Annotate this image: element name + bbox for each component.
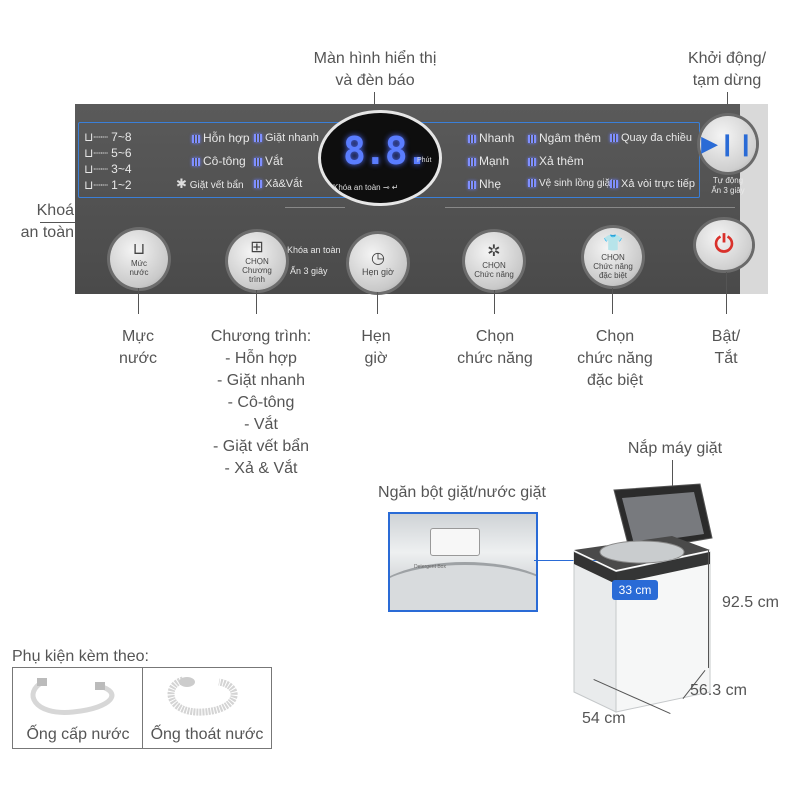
drawer-text: Detergent Box bbox=[414, 564, 446, 570]
water-level-button[interactable]: ⊔ Mức nước bbox=[110, 230, 168, 288]
safety-lock-callout: Khoá an toàn bbox=[20, 202, 74, 241]
power-button[interactable]: ⏻ bbox=[696, 220, 752, 270]
depth-label: 56.3 cm bbox=[690, 682, 747, 699]
function-nhanh: Nhanh bbox=[468, 131, 514, 145]
program-button[interactable]: ⊞ CHỌN Chương trình bbox=[228, 232, 286, 290]
lid-callout: Nắp máy giặt bbox=[627, 440, 723, 457]
function-button[interactable]: ✲ CHỌN Chức năng bbox=[465, 232, 523, 290]
timer-button[interactable]: ◷ Hẹn giờ bbox=[349, 234, 407, 292]
program-giat-vet-ban: ✱ Giặt vết bẩn bbox=[176, 176, 244, 192]
program-hon-hop: Hỗn hợp bbox=[192, 131, 250, 145]
level-row: ⊔┈┈ 3~4 bbox=[84, 162, 132, 176]
display-callout: Màn hình hiển thị và đèn báo bbox=[313, 50, 437, 89]
detergent-zoom-photo: Detergent Box bbox=[388, 512, 538, 612]
drain-hose-label: Ống thoát nước bbox=[150, 726, 264, 743]
function-nhe: Nhẹ bbox=[468, 177, 501, 191]
program-callout: Chương trình: - Hỗn hợp - Giặt nhanh - C… bbox=[210, 328, 312, 477]
water-level-callout: Mực nước bbox=[118, 328, 158, 367]
inlet-hose-icon bbox=[30, 678, 115, 715]
program-giat-nhanh: Giặt nhanh bbox=[254, 131, 319, 145]
width-label: 54 cm bbox=[582, 710, 626, 727]
machine-display-badge: 33 cm bbox=[612, 580, 658, 600]
zoom-connector bbox=[534, 560, 606, 561]
power-icon: ⏻ bbox=[714, 231, 734, 258]
function-manh: Mạnh bbox=[468, 154, 509, 168]
accessory-inlet-hose: Ống cấp nước bbox=[12, 667, 144, 749]
timer-callout: Hẹn giờ bbox=[361, 328, 391, 367]
water-level-indicators: ⊔┈┈ 7~8 ⊔┈┈ 5~6 ⊔┈┈ 3~4 ⊔┈┈ 1~2 bbox=[84, 130, 132, 192]
program-xa-vat: Xả&Vắt bbox=[254, 177, 302, 191]
accessory-drain-hose: Ống thoát nước bbox=[142, 667, 272, 749]
display-leader bbox=[374, 92, 375, 110]
panel-divider-right bbox=[445, 207, 735, 208]
display-unit: Phút bbox=[417, 157, 432, 164]
level-row: ⊔┈┈ 5~6 bbox=[84, 146, 132, 160]
program-vat: Vắt bbox=[254, 154, 283, 168]
play-pause-icon: ▶❙❙ bbox=[701, 131, 755, 156]
display-lock-label: Khóa an toàn ⊸ ↵ bbox=[333, 183, 399, 192]
led-display: 8.8. Phút Khóa an toàn ⊸ ↵ bbox=[318, 110, 442, 206]
gear-icon: ✲ bbox=[487, 243, 501, 260]
water-leader bbox=[138, 288, 139, 314]
water-level-icon: ⊔ bbox=[132, 241, 146, 258]
lock-icon: ⊸ ↵ bbox=[382, 183, 399, 192]
power-callout: Bật/ Tắt bbox=[711, 328, 741, 367]
clock-icon: ◷ bbox=[371, 249, 385, 267]
height-dimension-line bbox=[708, 549, 709, 669]
function-xa-them: Xả thêm bbox=[528, 154, 584, 168]
level-row: ⊔┈┈ 7~8 bbox=[84, 130, 132, 144]
drain-hose-icon bbox=[167, 676, 238, 716]
start-pause-callout: Khởi động/ tạm dừng bbox=[687, 50, 767, 89]
special-function-callout: Chọn chức năng đặc biệt bbox=[577, 328, 653, 389]
accessories-title: Phụ kiện kèm theo: bbox=[12, 648, 149, 665]
function-callout: Chọn chức năng bbox=[457, 328, 533, 367]
tub bbox=[599, 540, 685, 564]
power-leader bbox=[726, 272, 727, 314]
lid-glass bbox=[622, 492, 704, 544]
grid-icon: ⊞ bbox=[250, 238, 264, 256]
detergent-callout: Ngăn bột giặt/nước giặt bbox=[378, 484, 546, 501]
program-leader bbox=[256, 290, 257, 314]
start-pause-button[interactable]: ▶❙❙ bbox=[700, 116, 756, 172]
machine-control-strip bbox=[574, 552, 710, 584]
program-co-tong: Cô-tông bbox=[192, 154, 246, 168]
special-leader bbox=[612, 288, 613, 314]
function-leader bbox=[494, 290, 495, 314]
autostart-label: Tự động Ấn 3 giây bbox=[711, 176, 745, 195]
panel-divider-left bbox=[285, 207, 345, 208]
display-digits: 8.8. bbox=[343, 129, 429, 173]
function-quay-da-chieu: Quay đa chiều bbox=[610, 131, 692, 145]
inlet-hose-label: Ống cấp nước bbox=[26, 726, 130, 743]
function-ngam-them: Ngâm thêm bbox=[528, 131, 601, 145]
detergent-drawer bbox=[430, 528, 480, 556]
sun-icon: ✱ bbox=[176, 176, 187, 191]
height-label: 92.5 cm bbox=[722, 594, 779, 611]
level-row: ⊔┈┈ 1~2 bbox=[84, 178, 132, 192]
shirt-icon: 👕 bbox=[603, 234, 623, 252]
timer-leader bbox=[377, 292, 378, 314]
function-xa-voi: Xả vòi trực tiếp bbox=[610, 177, 695, 191]
function-ve-sinh: Vệ sinh lồng giặt bbox=[528, 177, 613, 191]
lock-hint: Ấn 3 giây bbox=[290, 266, 328, 276]
lock-label: Khóa an toàn bbox=[287, 245, 341, 255]
tub-rim bbox=[390, 562, 536, 610]
special-function-button[interactable]: 👕 CHỌN Chức năng đặc biệt bbox=[584, 228, 642, 286]
